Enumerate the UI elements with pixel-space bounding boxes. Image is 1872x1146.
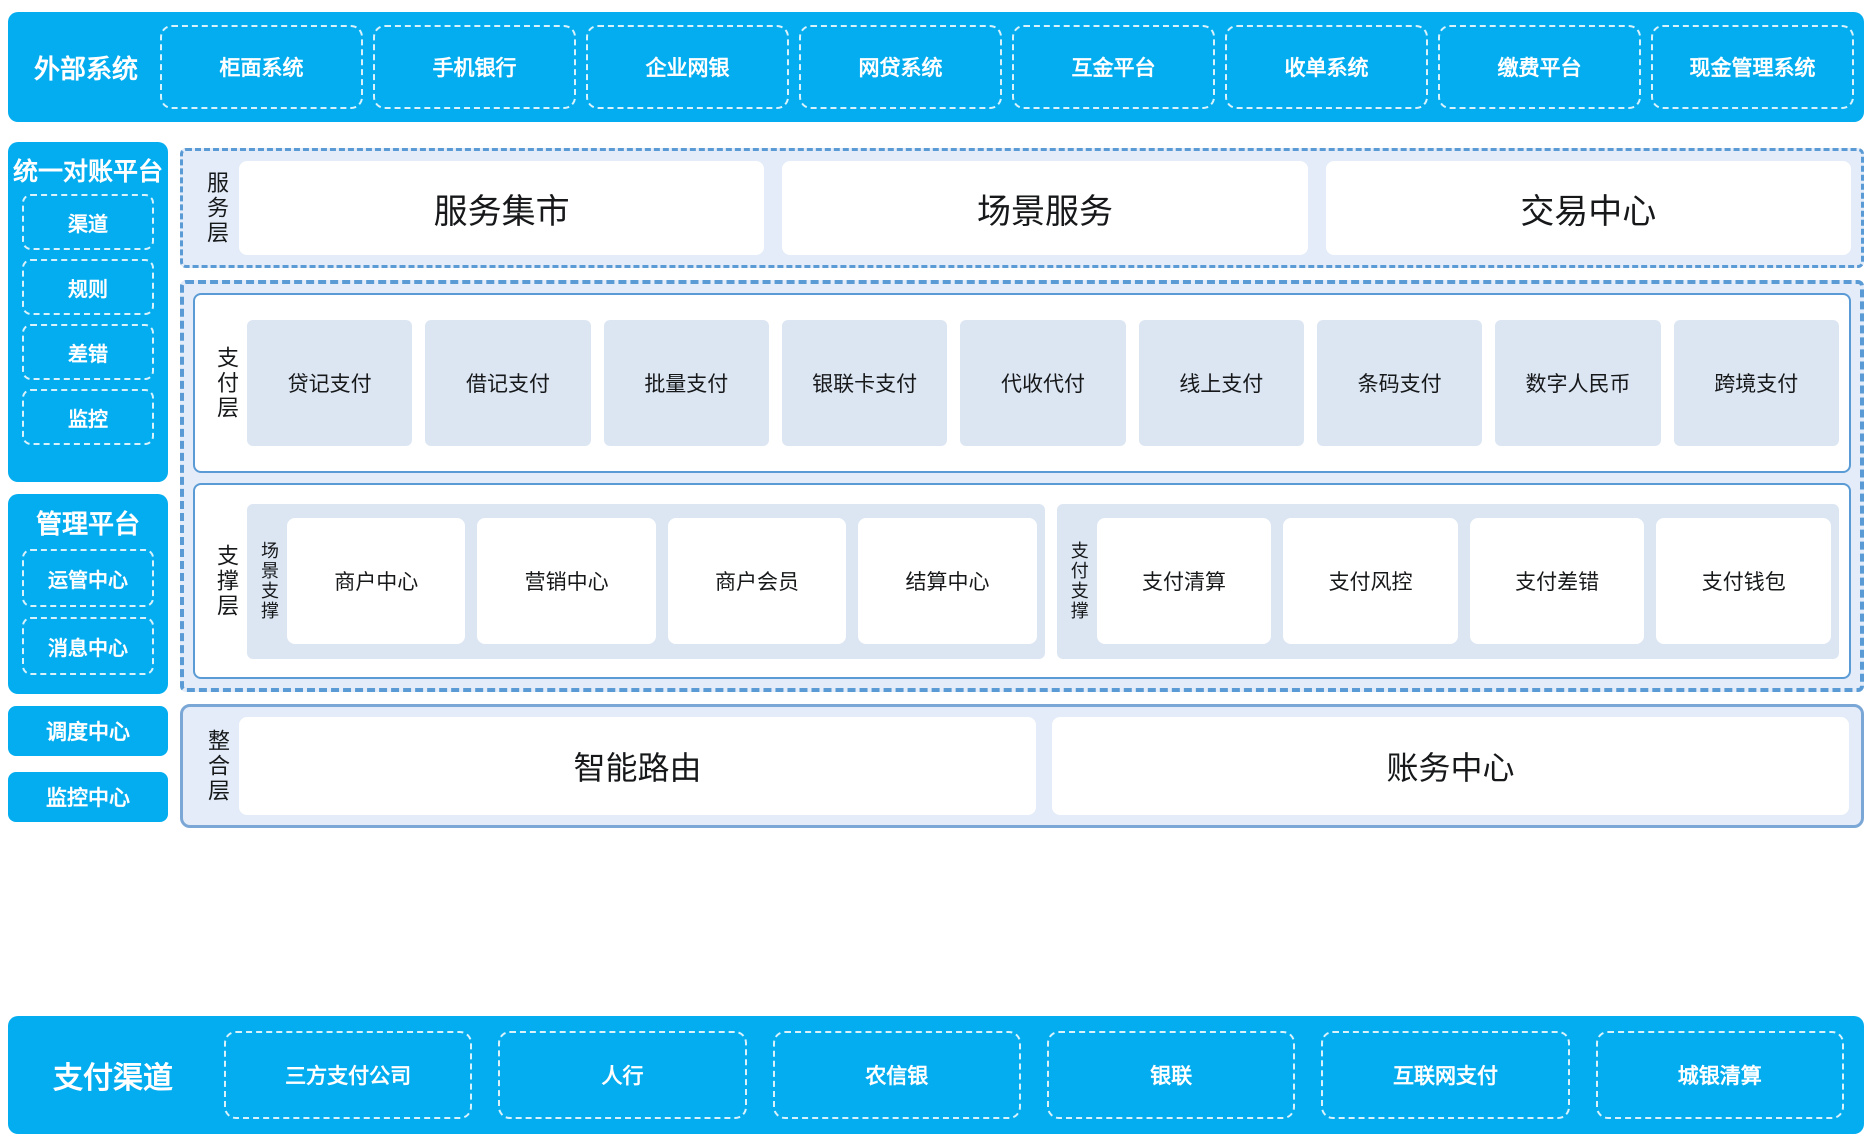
external-system-item[interactable]: 现金管理系统	[1651, 25, 1854, 109]
payment-layer-items: 贷记支付 借记支付 批量支付 银联卡支付 代收代付 线上支付 条码支付 数字人民…	[247, 320, 1839, 446]
management-item-operations-center[interactable]: 运管中心	[22, 549, 154, 607]
reconciliation-item-rule[interactable]: 规则	[22, 259, 154, 315]
support-group-scenario: 场景支撑 商户中心 营销中心 商户会员 结算中心	[247, 503, 1045, 659]
external-system-item[interactable]: 企业网银	[586, 25, 789, 109]
payment-layer-panel: 支付层 贷记支付 借记支付 批量支付 银联卡支付 代收代付 线上支付 条码支付 …	[193, 293, 1851, 473]
payment-layer-label: 支付层	[214, 345, 239, 421]
support-item-payment-risk-control[interactable]: 支付风控	[1283, 518, 1458, 644]
integration-layer-items: 智能路由 账务中心	[239, 717, 1849, 815]
support-item-merchant-center[interactable]: 商户中心	[287, 518, 466, 644]
support-layer-label: 支撑层	[214, 543, 239, 619]
payment-channel-item[interactable]: 三方支付公司	[224, 1031, 473, 1119]
integration-item-smart-routing[interactable]: 智能路由	[239, 717, 1036, 815]
external-system-item[interactable]: 网贷系统	[799, 25, 1002, 109]
sidebar-item-monitor-center[interactable]: 监控中心	[8, 772, 168, 822]
support-item-payment-wallet[interactable]: 支付钱包	[1656, 518, 1832, 644]
reconciliation-item-error[interactable]: 差错	[22, 324, 154, 380]
reconciliation-platform-title: 统一对账平台	[12, 158, 163, 186]
service-item-scenario-service[interactable]: 场景服务	[782, 161, 1308, 255]
payment-channel-item[interactable]: 人行	[498, 1031, 747, 1119]
payment-item-unionpay-card[interactable]: 银联卡支付	[781, 320, 948, 446]
support-group-payment: 支付支撑 支付清算 支付风控 支付差错 支付钱包	[1056, 503, 1839, 659]
reconciliation-item-monitor[interactable]: 监控	[22, 389, 154, 445]
support-group-payment-label: 支付支撑	[1068, 541, 1089, 621]
management-platform-card: 管理平台 运管中心 消息中心	[8, 494, 168, 694]
payment-item-barcode[interactable]: 条码支付	[1316, 320, 1483, 446]
external-system-item[interactable]: 收单系统	[1225, 25, 1428, 109]
payment-channel-item[interactable]: 农信银	[772, 1031, 1021, 1119]
payment-item-cross-border[interactable]: 跨境支付	[1673, 320, 1839, 446]
integration-item-accounting-center[interactable]: 账务中心	[1052, 717, 1849, 815]
payment-item-digital-rmb[interactable]: 数字人民币	[1495, 320, 1661, 446]
external-systems-items: 柜面系统 手机银行 企业网银 网贷系统 互金平台 收单系统 缴费平台 现金管理系…	[156, 25, 1864, 109]
support-group-scenario-items: 商户中心 营销中心 商户会员 结算中心	[287, 518, 1037, 644]
external-system-item[interactable]: 互金平台	[1012, 25, 1215, 109]
support-item-marketing-center[interactable]: 营销中心	[477, 518, 656, 644]
core-platform-container: 支付层 贷记支付 借记支付 批量支付 银联卡支付 代收代付 线上支付 条码支付 …	[180, 280, 1864, 692]
service-layer-items: 服务集市 场景服务 交易中心	[239, 161, 1851, 255]
payment-item-collection-payment[interactable]: 代收代付	[960, 320, 1126, 446]
management-item-message-center[interactable]: 消息中心	[22, 617, 154, 675]
support-group-payment-items: 支付清算 支付风控 支付差错 支付钱包	[1096, 518, 1832, 644]
external-system-item[interactable]: 缴费平台	[1438, 25, 1641, 109]
external-system-item[interactable]: 手机银行	[373, 25, 576, 109]
support-item-payment-clearing[interactable]: 支付清算	[1096, 518, 1272, 644]
external-system-item[interactable]: 柜面系统	[160, 25, 363, 109]
external-systems-title: 外部系统	[33, 53, 138, 84]
payment-channels-bar: 支付渠道 三方支付公司 人行 农信银 银联 互联网支付 城银清算	[8, 1016, 1864, 1134]
service-item-marketplace[interactable]: 服务集市	[239, 161, 765, 255]
integration-layer-panel: 整合层 智能路由 账务中心	[180, 704, 1864, 828]
service-layer-label: 服务层	[204, 170, 229, 246]
external-systems-bar: 外部系统 柜面系统 手机银行 企业网银 网贷系统 互金平台 收单系统 缴费平台 …	[8, 12, 1864, 122]
support-layer-groups: 场景支撑 商户中心 营销中心 商户会员 结算中心 支付支撑 支付清算 支付风控 …	[247, 503, 1839, 659]
payment-channel-item[interactable]: 互联网支付	[1321, 1031, 1570, 1119]
payment-item-debit[interactable]: 借记支付	[425, 320, 591, 446]
integration-layer-label: 整合层	[205, 728, 230, 804]
support-item-settlement-center[interactable]: 结算中心	[858, 518, 1037, 644]
payment-item-online[interactable]: 线上支付	[1138, 320, 1304, 446]
payment-item-batch[interactable]: 批量支付	[603, 320, 769, 446]
payment-channels-items: 三方支付公司 人行 农信银 银联 互联网支付 城银清算	[218, 1031, 1864, 1119]
reconciliation-item-channel[interactable]: 渠道	[22, 194, 154, 250]
management-platform-title: 管理平台	[35, 509, 140, 539]
support-item-payment-error[interactable]: 支付差错	[1469, 518, 1645, 644]
service-layer-panel: 服务层 服务集市 场景服务 交易中心	[180, 148, 1864, 268]
payment-channel-item[interactable]: 银联	[1046, 1031, 1296, 1119]
service-item-transaction-center[interactable]: 交易中心	[1325, 161, 1851, 255]
sidebar-item-dispatch-center[interactable]: 调度中心	[8, 706, 168, 756]
reconciliation-platform-card: 统一对账平台 渠道 规则 差错 监控	[8, 142, 168, 482]
support-group-scenario-label: 场景支撑	[259, 541, 279, 621]
support-item-merchant-member[interactable]: 商户会员	[667, 518, 847, 644]
payment-channels-title: 支付渠道	[53, 1062, 173, 1095]
support-layer-panel: 支撑层 场景支撑 商户中心 营销中心 商户会员 结算中心 支付支撑 支付清算	[193, 483, 1851, 679]
payment-item-credit[interactable]: 贷记支付	[247, 320, 413, 446]
payment-channel-item[interactable]: 城银清算	[1595, 1031, 1844, 1119]
